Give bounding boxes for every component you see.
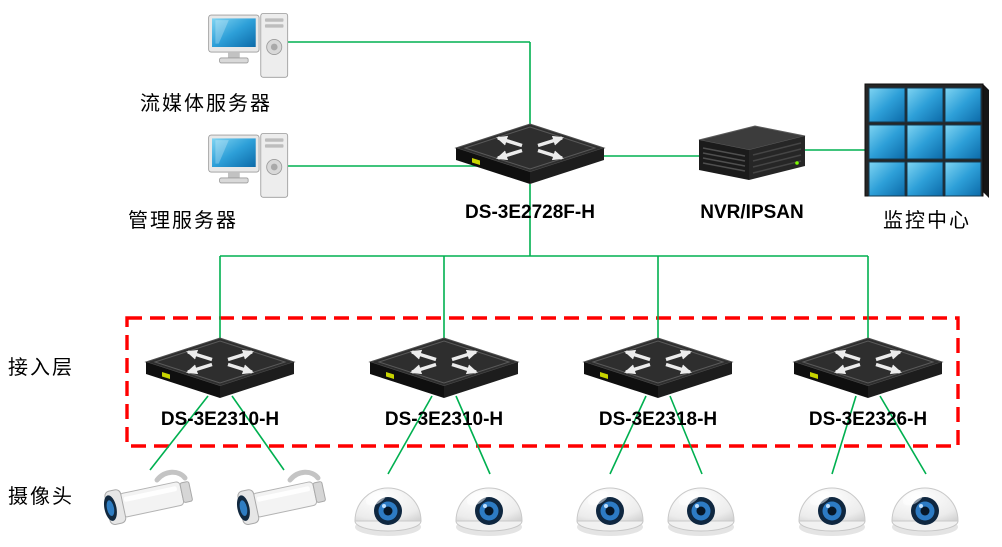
bullet-camera-icon bbox=[228, 466, 336, 536]
dome-camera-icon bbox=[665, 474, 737, 538]
dome-camera-icon bbox=[796, 474, 868, 538]
access-layer-label: 接入层 bbox=[8, 357, 74, 379]
management-server-label: 管理服务器 bbox=[128, 210, 238, 232]
monitoring-center-label: 监控中心 bbox=[883, 210, 971, 232]
access-switch-1-icon bbox=[142, 336, 298, 402]
bullet-camera-icon bbox=[95, 466, 203, 536]
access-switch-1-label: DS-3E2310-H bbox=[160, 409, 280, 430]
streaming-server-label: 流媒体服务器 bbox=[140, 93, 272, 115]
dome-camera-icon bbox=[574, 474, 646, 538]
core-switch-icon bbox=[452, 122, 608, 188]
dome-camera-icon bbox=[453, 474, 525, 538]
streaming-server-icon bbox=[205, 10, 293, 84]
access-switch-4-label: DS-3E2326-H bbox=[808, 409, 928, 430]
access-switch-3-label: DS-3E2318-H bbox=[598, 409, 718, 430]
access-switch-3-icon bbox=[580, 336, 736, 402]
nvr-icon bbox=[693, 122, 811, 188]
video-wall-icon bbox=[863, 80, 991, 204]
nvr-label: NVR/IPSAN bbox=[700, 202, 804, 223]
core-switch-label: DS-3E2728F-H bbox=[465, 202, 595, 223]
access-switch-2-icon bbox=[366, 336, 522, 402]
access-switch-2-label: DS-3E2310-H bbox=[384, 409, 504, 430]
access-layer-box bbox=[125, 316, 960, 448]
dome-camera-icon bbox=[889, 474, 961, 538]
dome-camera-icon bbox=[352, 474, 424, 538]
cameras-label: 摄像头 bbox=[8, 486, 74, 508]
access-switch-4-icon bbox=[790, 336, 946, 402]
management-server-icon bbox=[205, 130, 293, 204]
